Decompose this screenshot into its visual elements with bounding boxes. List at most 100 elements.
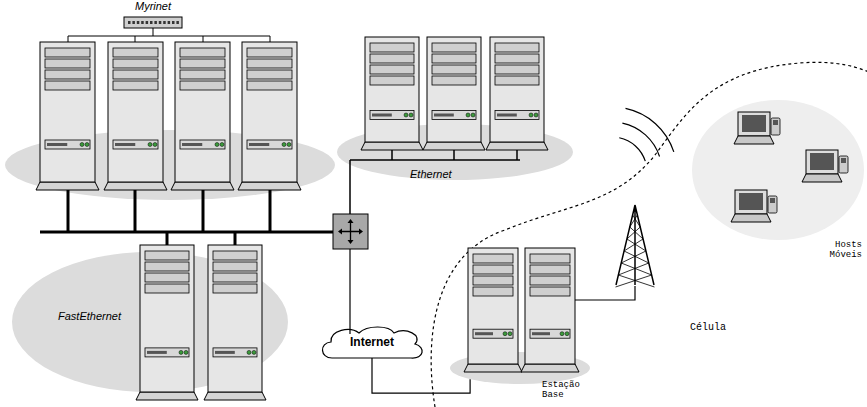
laptop-base [734, 136, 774, 144]
laptop-screen [739, 193, 763, 210]
phone-screen [841, 158, 846, 163]
cable [135, 36, 136, 42]
tower-brace [618, 263, 651, 275]
server-body [490, 37, 544, 142]
server-icon [104, 42, 167, 190]
tower-brace [630, 215, 640, 227]
server-body [242, 42, 297, 182]
fastethernet-bus [202, 190, 205, 232]
drive-bay [473, 276, 513, 285]
drive-bay [113, 48, 158, 57]
drive-bay [113, 81, 158, 90]
tower-brace [624, 239, 646, 251]
node-label: Hosts Móveis [812, 241, 862, 261]
front-panel [432, 111, 476, 120]
server-foot [464, 364, 522, 372]
drive-bay [530, 287, 570, 296]
server-foot [361, 142, 423, 150]
ethernet-bus [349, 160, 351, 214]
fastethernet-bus [134, 190, 137, 232]
laptop-icon [802, 150, 848, 182]
laptop-lid [738, 112, 770, 136]
drive-bay [180, 70, 225, 79]
node-label: Ethernet [410, 168, 490, 180]
internet-cloud: Internet [318, 325, 426, 361]
server-body [175, 42, 230, 182]
drive-bay [180, 81, 225, 90]
node-label: Célula [690, 322, 750, 333]
node-label: Myrinet [118, 0, 188, 12]
drive-bay [45, 81, 90, 90]
drive-bay [145, 284, 189, 293]
tower-brace [616, 275, 655, 287]
drive-bay [370, 65, 414, 74]
led [80, 143, 84, 147]
router-icon [333, 214, 368, 249]
led [153, 143, 157, 147]
switch-port [132, 21, 135, 24]
front-panel [495, 111, 539, 120]
drive-bay [45, 70, 90, 79]
drive-bay [247, 48, 292, 57]
switch-port [168, 21, 171, 24]
led [503, 332, 507, 336]
phone-screen [773, 120, 778, 125]
server-foot [204, 392, 266, 400]
radio-wave [626, 108, 674, 151]
switch-port [176, 21, 179, 24]
led [466, 113, 470, 117]
server-body [208, 245, 262, 392]
led [215, 143, 219, 147]
disk-slot [147, 351, 167, 354]
server-icon [464, 248, 522, 372]
router-arrowheads [338, 219, 363, 244]
switch-body [124, 17, 182, 28]
myrinet-switch: Myrinet [118, 0, 188, 32]
led [220, 143, 224, 147]
laptop-screen [810, 153, 834, 170]
led [404, 113, 408, 117]
led [148, 143, 152, 147]
tower-legs [616, 205, 654, 285]
laptop-lid [806, 150, 838, 174]
server-foot [136, 392, 198, 400]
drive-bay [495, 76, 539, 85]
phone-screen [770, 198, 775, 203]
server-icon [171, 42, 234, 190]
drive-bay [247, 70, 292, 79]
node-label: FastEthernet [58, 310, 148, 322]
laptop-screen [742, 115, 766, 132]
disk-slot [47, 143, 67, 146]
front-panel [370, 111, 414, 120]
led [529, 113, 533, 117]
switch-port [159, 21, 162, 24]
drive-bay [145, 251, 189, 260]
drive-bay [530, 254, 570, 263]
drive-bay [432, 43, 476, 52]
disk-slot [497, 114, 517, 117]
tower-brace [621, 251, 649, 263]
server-body [427, 37, 481, 142]
tower-brace [627, 227, 643, 239]
drive-bay [113, 70, 158, 79]
phone-icon [768, 196, 777, 213]
server-body [468, 248, 518, 364]
led [85, 143, 89, 147]
led [247, 350, 251, 354]
front-panel [180, 140, 225, 149]
led [282, 143, 286, 147]
disk-slot [115, 143, 135, 146]
led [252, 350, 256, 354]
disk-slot [532, 332, 550, 335]
switch-port [146, 21, 149, 24]
fastethernet-bus [269, 190, 272, 232]
fastethernet-bus [234, 232, 237, 245]
drive-bay [113, 59, 158, 68]
switch-port [172, 21, 175, 24]
cable [153, 28, 154, 36]
drive-bay [530, 276, 570, 285]
drive-bay [495, 43, 539, 52]
front-panel [247, 140, 292, 149]
disk-slot [249, 143, 269, 146]
